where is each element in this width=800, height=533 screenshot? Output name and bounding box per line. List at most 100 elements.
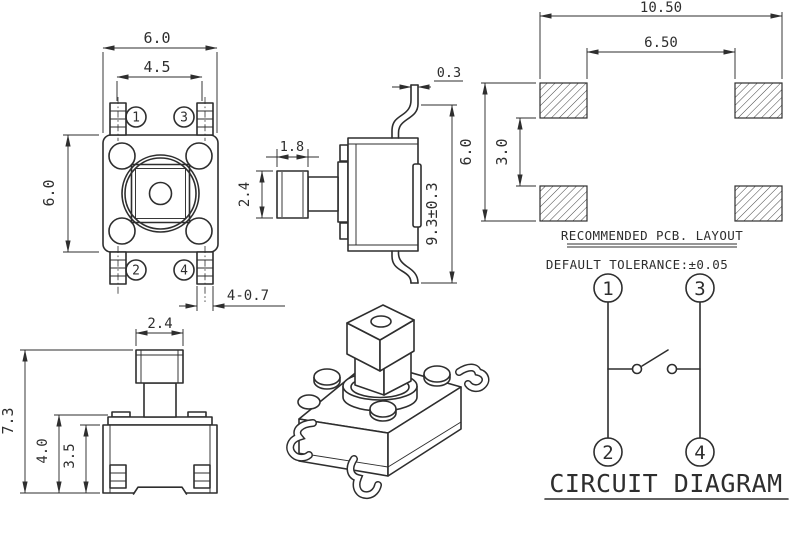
dim-left-body-height: 6.0 — [40, 134, 99, 253]
gullwing-lead-3d-right — [455, 363, 490, 393]
tolerance-note: DEFAULT TOLERANCE:±0.05 — [546, 257, 728, 272]
pin-4-bubble: 4 — [173, 259, 195, 281]
circuit-pin-2: 2 — [593, 437, 623, 467]
perspective-view — [286, 304, 490, 500]
cap-dimple — [370, 315, 392, 328]
pin-1-label: 1 — [132, 111, 140, 126]
dim-label-plunger-width-side: 2.4 — [237, 182, 253, 207]
pin-3-bubble: 3 — [173, 106, 195, 128]
dim-label-pad-span-inner: 6.50 — [644, 35, 678, 51]
dim-pad-height-outer: 6.0 — [457, 82, 536, 222]
plunger-stem-front — [143, 382, 177, 418]
circuit-pin-1-label: 1 — [602, 278, 613, 300]
plunger-base-plate — [337, 161, 349, 223]
dim-label-left-height: 6.0 — [40, 179, 58, 206]
top-view: 1 3 2 4 6.0 4.5 6.0 — [40, 29, 285, 311]
side-ridge — [412, 163, 422, 228]
dim-lead-width: 4-0.7 — [179, 286, 285, 311]
circuit-pin-4: 4 — [685, 437, 715, 467]
dim-pin-pitch: 4.5 — [116, 58, 203, 101]
dim-label-plunger-tip-width: 1.8 — [280, 139, 304, 155]
corner-dome — [313, 368, 341, 390]
pcb-layout-title: RECOMMENDED PCB. LAYOUT — [561, 228, 743, 243]
pin-1-bubble: 1 — [125, 106, 147, 128]
circuit-pin-1: 1 — [593, 273, 623, 303]
corner-post — [185, 217, 213, 245]
contact-right — [666, 363, 678, 375]
plunger-cap — [276, 170, 309, 219]
dim-label-overall-height: 9.3±0.3 — [423, 182, 441, 245]
plunger-stem — [307, 176, 339, 212]
dim-pad-span-outer: 10.50 — [539, 0, 783, 79]
button-ring-outer — [121, 154, 200, 233]
plunger-cap-front — [135, 349, 184, 384]
circuit-diagram: 1 3 2 4 CIRCUIT DIAGRAM — [544, 273, 789, 500]
base-notch-mask — [134, 486, 186, 495]
pcb-pad-top-right — [734, 82, 783, 119]
side-view: 0.3 1.8 2.4 9.3±0.3 — [237, 65, 463, 284]
button-ring-inner — [124, 157, 197, 230]
front-view: 2.4 7.3 4.0 3.5 — [0, 316, 218, 495]
mount-tab-bottom — [339, 222, 349, 240]
button-square-inner — [135, 168, 186, 219]
dim-pad-gap: 3.0 — [493, 117, 536, 187]
dim-label-pad-height-outer: 6.0 — [457, 138, 475, 165]
dim-label-base-to-flange: 4.0 — [35, 438, 51, 463]
dim-label-total-height: 7.3 — [0, 407, 17, 434]
circuit-pin-2-label: 2 — [602, 442, 613, 464]
dim-label-pin-pitch: 4.5 — [143, 58, 170, 76]
corner-post — [108, 142, 136, 170]
gullwing-lead-3d-front — [346, 455, 382, 500]
circuit-pin-4-label: 4 — [694, 442, 705, 464]
dim-label-body-width: 6.0 — [143, 29, 170, 47]
dim-label-lead-width: 4-0.7 — [227, 288, 269, 304]
switch-body-outline — [102, 134, 219, 253]
lead-front-right — [193, 464, 211, 489]
switch-blade — [641, 349, 669, 367]
pin-2-label: 2 — [132, 264, 140, 279]
circuit-pin-3: 3 — [685, 273, 715, 303]
dim-plunger-width-front: 2.4 — [135, 316, 184, 346]
mount-tab-top — [339, 144, 349, 162]
pin-3-label: 3 — [180, 111, 188, 126]
flange — [107, 416, 213, 426]
dim-body-height-front: 3.5 — [62, 424, 100, 494]
pcb-pad-bottom-right — [734, 185, 783, 222]
dim-label-lead-thickness: 0.3 — [437, 65, 461, 81]
plunger-cap-3d — [346, 304, 415, 372]
dim-label-body-height-front: 3.5 — [62, 443, 78, 468]
dim-top-body-width: 6.0 — [102, 29, 218, 133]
dim-base-to-flange: 4.0 — [35, 414, 108, 494]
dim-plunger-width-side: 2.4 — [237, 170, 273, 219]
lead-front-left — [109, 464, 127, 489]
pcb-title-underline — [567, 243, 737, 248]
pcb-pad-bottom-left — [539, 185, 588, 222]
dim-plunger-tip-width: 1.8 — [266, 139, 319, 167]
corner-dome — [297, 394, 321, 410]
base-seam — [298, 421, 462, 468]
pcb-layout-caption: RECOMMENDED PCB. LAYOUT DEFAULT TOLERANC… — [546, 228, 743, 272]
corner-dome — [423, 365, 451, 387]
corner-post — [108, 217, 136, 245]
dim-label-plunger-width-front: 2.4 — [147, 316, 172, 332]
corner-dome — [369, 400, 397, 422]
dim-label-pad-span-outer: 10.50 — [640, 0, 682, 16]
contact-left — [631, 363, 643, 375]
circuit-diagram-title: CIRCUIT DIAGRAM — [549, 469, 782, 498]
button-center — [148, 181, 173, 206]
pcb-pad-top-left — [539, 82, 588, 119]
switch-body-side — [347, 137, 422, 252]
dim-pad-span-inner: 6.50 — [586, 35, 736, 79]
gullwing-lead-top — [391, 84, 419, 139]
dim-lead-thickness: 0.3 — [392, 65, 463, 90]
button-square — [130, 163, 191, 224]
dim-label-pad-gap: 3.0 — [493, 138, 511, 165]
pcb-layout: 10.50 6.50 6.0 3.0 RECOMMENDED PCB. LAYO… — [457, 0, 783, 272]
circuit-pin-3-label: 3 — [694, 278, 705, 300]
gullwing-lead-bottom — [391, 250, 419, 284]
corner-post — [185, 142, 213, 170]
pin-4-label: 4 — [180, 264, 188, 279]
dim-overall-height: 9.3±0.3 — [421, 104, 457, 284]
